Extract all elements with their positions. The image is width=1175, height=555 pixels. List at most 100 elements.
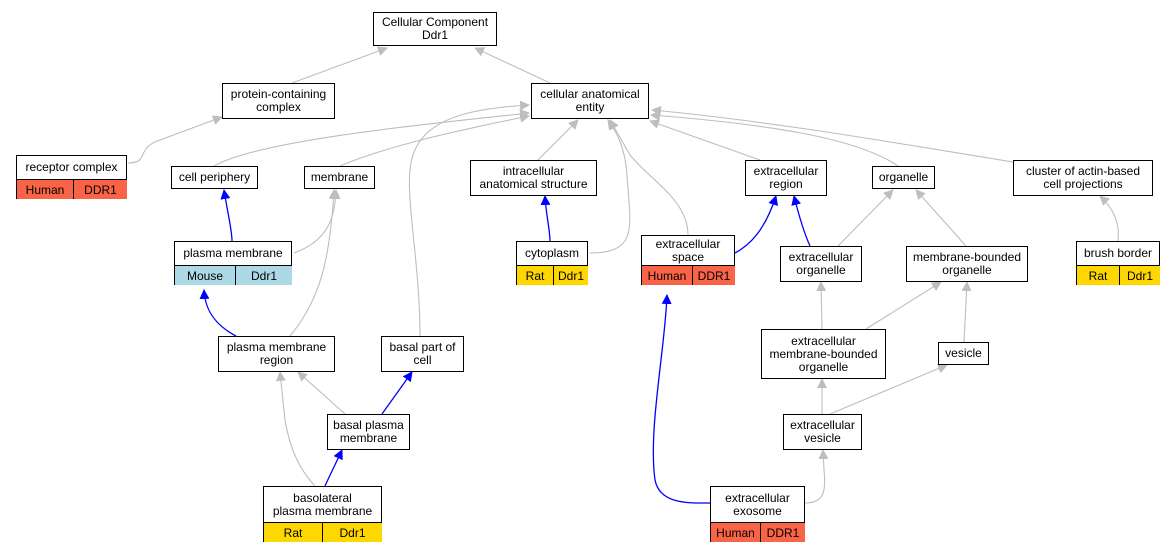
node-extracellular-exosome[interactable]: extracellular exosome Human DDR1 <box>710 486 805 542</box>
annotation-tags: Mouse Ddr1 <box>175 265 292 285</box>
node-label: cellular anatomical entity <box>540 87 640 114</box>
gene-tag: DDR1 <box>692 266 735 285</box>
species-tag: Rat <box>517 266 553 285</box>
node-label: extracellular region <box>753 164 819 191</box>
edge-bpm-to-bpc <box>381 371 413 415</box>
edge-cyto-to-ias <box>540 195 551 242</box>
edge-es-to-er <box>734 195 778 254</box>
gene-tag: Ddr1 <box>553 266 588 285</box>
edge-eo-to-org <box>837 189 894 247</box>
edge-pm-to-mem <box>293 189 341 254</box>
edge-bpm-to-pmr <box>297 371 346 415</box>
edge-exo-to-es <box>652 294 711 504</box>
edge-embo-to-mbo <box>865 281 942 330</box>
gene-tag: DDR1 <box>760 523 805 542</box>
edge-cyto-to-cae <box>589 119 631 254</box>
edges-layer <box>127 46 1119 504</box>
edge-cp-to-cae <box>213 109 530 167</box>
species-tag: Human <box>711 523 760 542</box>
node-basal-part-of-cell[interactable]: basal part of cell <box>381 336 464 372</box>
node-brush-border[interactable]: brush border Rat Ddr1 <box>1076 241 1160 285</box>
node-basolateral-plasma-membrane[interactable]: basolateral plasma membrane Rat Ddr1 <box>263 486 382 542</box>
node-intracellular-anatomical-structure[interactable]: intracellular anatomical structure <box>470 160 597 196</box>
node-extracellular-region[interactable]: extracellular region <box>745 160 827 196</box>
edge-org-to-cae <box>650 110 899 167</box>
node-label: vesicle <box>945 346 982 360</box>
species-tag: Rat <box>1077 266 1119 285</box>
node-extracellular-vesicle[interactable]: extracellular vesicle <box>783 414 862 450</box>
edge-eo-to-er <box>791 195 811 247</box>
annotation-tags: Rat Ddr1 <box>1077 265 1160 285</box>
node-basal-plasma-membrane[interactable]: basal plasma membrane <box>327 414 410 450</box>
node-label: receptor complex <box>25 160 118 174</box>
node-label: plasma membrane <box>183 246 283 260</box>
edge-bb-to-cabcp <box>1099 195 1119 242</box>
species-tag: Human <box>17 180 73 199</box>
edge-pm-to-cp <box>220 189 233 242</box>
node-label: basal part of cell <box>389 340 456 367</box>
node-label: membrane-bounded organelle <box>912 250 1022 277</box>
node-membrane[interactable]: membrane <box>304 166 375 189</box>
node-plasma-membrane-region[interactable]: plasma membrane region <box>218 336 335 372</box>
node-membrane-bounded-organelle[interactable]: membrane-bounded organelle <box>906 246 1028 282</box>
gene-tag: Ddr1 <box>235 266 292 285</box>
node-extracellular-organelle[interactable]: extracellular organelle <box>780 246 862 282</box>
node-receptor-complex[interactable]: receptor complex Human DDR1 <box>16 155 127 199</box>
edge-bpmb-to-bpm <box>324 449 343 487</box>
edge-rc-to-pcc <box>127 115 223 164</box>
edge-bpmb-to-pmr <box>275 371 316 487</box>
node-cytoplasm[interactable]: cytoplasm Rat Ddr1 <box>516 241 588 285</box>
gene-tag: Ddr1 <box>1119 266 1160 285</box>
species-tag: Mouse <box>175 266 235 285</box>
edge-ev-to-ves <box>829 363 948 415</box>
node-label: extracellular vesicle <box>790 418 855 445</box>
edge-pmr-to-mem <box>289 189 339 337</box>
edge-pcc-to-root <box>291 46 388 84</box>
node-extracellular-membrane-bounded-organelle[interactable]: extracellular membrane-bounded organelle <box>761 329 886 379</box>
node-label: protein-containing complex <box>230 87 327 114</box>
annotation-tags: Human DDR1 <box>711 522 805 542</box>
gene-tag: Ddr1 <box>322 523 382 542</box>
annotation-tags: Human DDR1 <box>17 179 127 199</box>
edge-cae-to-root <box>474 47 551 84</box>
edge-er-to-cae <box>649 119 761 161</box>
node-cell-periphery[interactable]: cell periphery <box>171 166 258 189</box>
node-label: basolateral plasma membrane <box>272 490 373 518</box>
node-label: basal plasma membrane <box>333 418 404 445</box>
node-label: extracellular membrane-bounded organelle <box>769 333 878 374</box>
node-label: cluster of actin-based cell projections <box>1025 164 1141 191</box>
species-tag: Human <box>642 266 692 285</box>
annotation-tags: Human DDR1 <box>642 265 735 285</box>
edge-ves-to-mbo <box>961 281 972 343</box>
node-label: brush border <box>1083 246 1153 260</box>
annotation-tags: Rat Ddr1 <box>264 522 382 542</box>
edge-bpc-to-cae <box>408 100 530 337</box>
node-vesicle[interactable]: vesicle <box>938 342 989 365</box>
edge-pmr-to-pm <box>199 289 237 337</box>
node-extracellular-space[interactable]: extracellular space Human DDR1 <box>641 235 735 285</box>
edge-mbo-to-org <box>915 189 967 247</box>
node-organelle[interactable]: organelle <box>872 166 935 189</box>
gene-tag: DDR1 <box>73 180 127 199</box>
node-cluster-of-actin-based-cell-projections[interactable]: cluster of actin-based cell projections <box>1013 160 1153 196</box>
edge-mem-to-cae <box>339 112 530 167</box>
annotation-tags: Rat Ddr1 <box>517 265 588 285</box>
edge-embo-to-eo <box>816 281 827 330</box>
edge-exo-to-ev <box>804 449 829 504</box>
edge-es-to-cae <box>609 119 689 236</box>
node-label: membrane <box>310 170 369 184</box>
node-label: extracellular organelle <box>788 250 854 277</box>
node-protein-containing-complex[interactable]: protein-containing complex <box>222 83 335 119</box>
node-plasma-membrane[interactable]: plasma membrane Mouse Ddr1 <box>174 241 292 285</box>
node-label: cell periphery <box>178 170 251 184</box>
node-label: intracellular anatomical structure <box>479 164 588 191</box>
node-label: organelle <box>878 170 929 184</box>
node-cellular-component-root[interactable]: Cellular Component Ddr1 <box>373 12 497 46</box>
species-tag: Rat <box>264 523 322 542</box>
node-cellular-anatomical-entity[interactable]: cellular anatomical entity <box>531 83 649 119</box>
node-label: extracellular space <box>655 236 721 264</box>
node-label: plasma membrane region <box>226 340 327 367</box>
node-label: extracellular exosome <box>725 490 790 518</box>
edge-ias-to-cae <box>537 119 579 161</box>
